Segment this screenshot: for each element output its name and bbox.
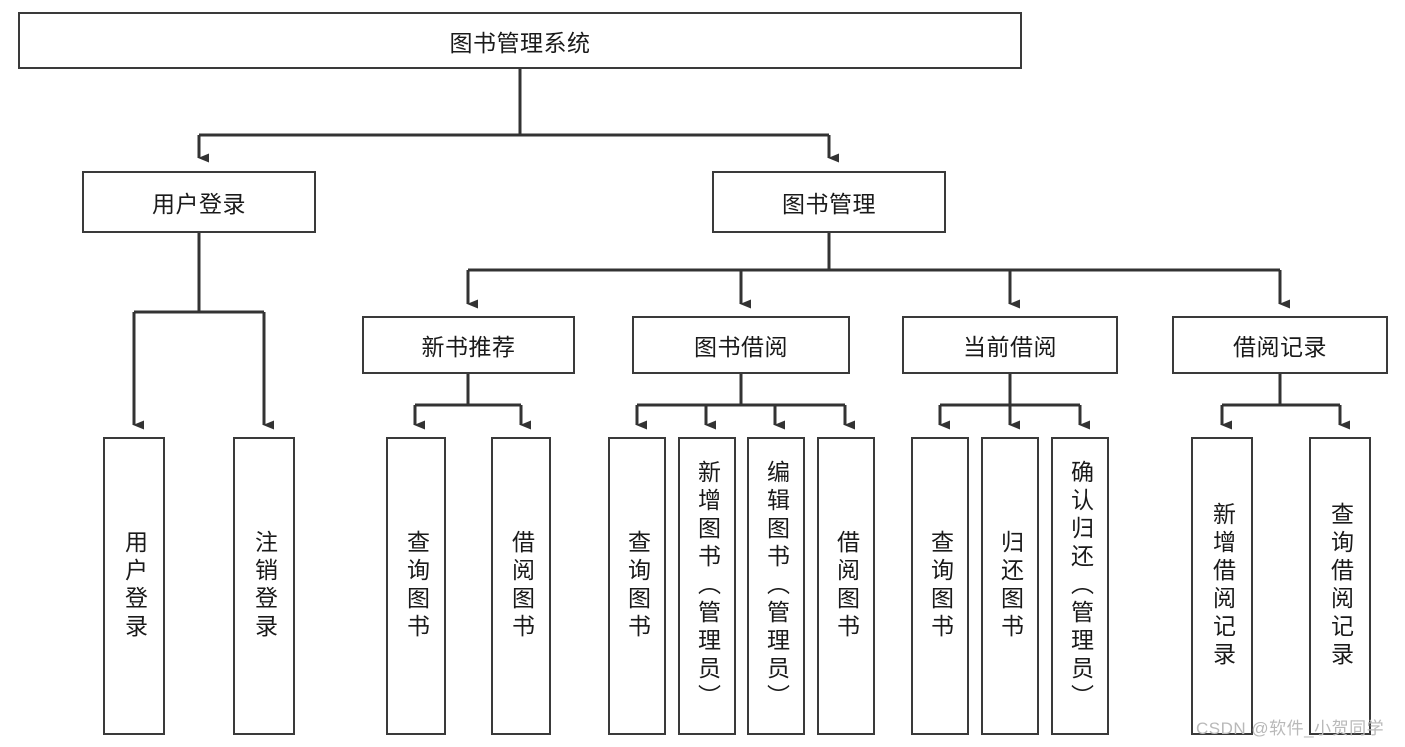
node-leaf-query-book-1-label: 查询图书 xyxy=(403,530,430,642)
node-leaf-borrow-book-1[interactable]: 借阅图书 xyxy=(491,437,551,735)
node-leaf-return-book-label: 归还图书 xyxy=(997,530,1024,642)
node-leaf-query-book-1[interactable]: 查询图书 xyxy=(386,437,446,735)
node-leaf-query-record[interactable]: 查询借阅记录 xyxy=(1309,437,1371,735)
node-leaf-add-book[interactable]: 新增图书（管理员） xyxy=(678,437,736,735)
node-leaf-edit-book[interactable]: 编辑图书（管理员） xyxy=(747,437,805,735)
node-book-manage[interactable]: 图书管理 xyxy=(712,171,946,233)
node-leaf-query-book-2-label: 查询图书 xyxy=(624,530,651,642)
node-book-borrow-label: 图书借阅 xyxy=(694,334,788,360)
node-leaf-borrow-book-2-label: 借阅图书 xyxy=(833,530,860,642)
node-current-borrow-label: 当前借阅 xyxy=(963,334,1057,360)
node-user-login[interactable]: 用户登录 xyxy=(82,171,316,233)
node-leaf-edit-book-label: 编辑图书（管理员） xyxy=(763,460,790,712)
node-leaf-query-book-2[interactable]: 查询图书 xyxy=(608,437,666,735)
node-leaf-query-record-label: 查询借阅记录 xyxy=(1327,502,1354,670)
node-borrow-record[interactable]: 借阅记录 xyxy=(1172,316,1388,374)
node-leaf-confirm-return[interactable]: 确认归还（管理员） xyxy=(1051,437,1109,735)
node-leaf-add-book-label: 新增图书（管理员） xyxy=(694,460,721,712)
node-leaf-logout-label: 注销登录 xyxy=(251,530,278,642)
node-new-book-recommend-label: 新书推荐 xyxy=(421,334,516,360)
node-leaf-borrow-book-1-label: 借阅图书 xyxy=(508,530,535,642)
node-leaf-confirm-return-label: 确认归还（管理员） xyxy=(1067,460,1094,712)
node-leaf-logout[interactable]: 注销登录 xyxy=(233,437,295,735)
node-new-book-recommend[interactable]: 新书推荐 xyxy=(362,316,575,374)
node-leaf-return-book[interactable]: 归还图书 xyxy=(981,437,1039,735)
watermark: CSDN @软件_小贺同学 xyxy=(1196,719,1385,738)
node-leaf-query-book-3[interactable]: 查询图书 xyxy=(911,437,969,735)
node-book-borrow[interactable]: 图书借阅 xyxy=(632,316,850,374)
node-leaf-add-record-label: 新增借阅记录 xyxy=(1209,502,1236,670)
node-root-label: 图书管理系统 xyxy=(449,29,591,56)
node-borrow-record-label: 借阅记录 xyxy=(1233,334,1327,360)
node-leaf-borrow-book-2[interactable]: 借阅图书 xyxy=(817,437,875,735)
node-leaf-query-book-3-label: 查询图书 xyxy=(927,530,954,642)
node-root[interactable]: 图书管理系统 xyxy=(18,12,1022,69)
node-leaf-user-login-label: 用户登录 xyxy=(121,530,148,642)
node-leaf-add-record[interactable]: 新增借阅记录 xyxy=(1191,437,1253,735)
node-leaf-user-login[interactable]: 用户登录 xyxy=(103,437,165,735)
node-user-login-label: 用户登录 xyxy=(152,191,246,217)
node-book-manage-label: 图书管理 xyxy=(782,191,876,217)
node-current-borrow[interactable]: 当前借阅 xyxy=(902,316,1118,374)
